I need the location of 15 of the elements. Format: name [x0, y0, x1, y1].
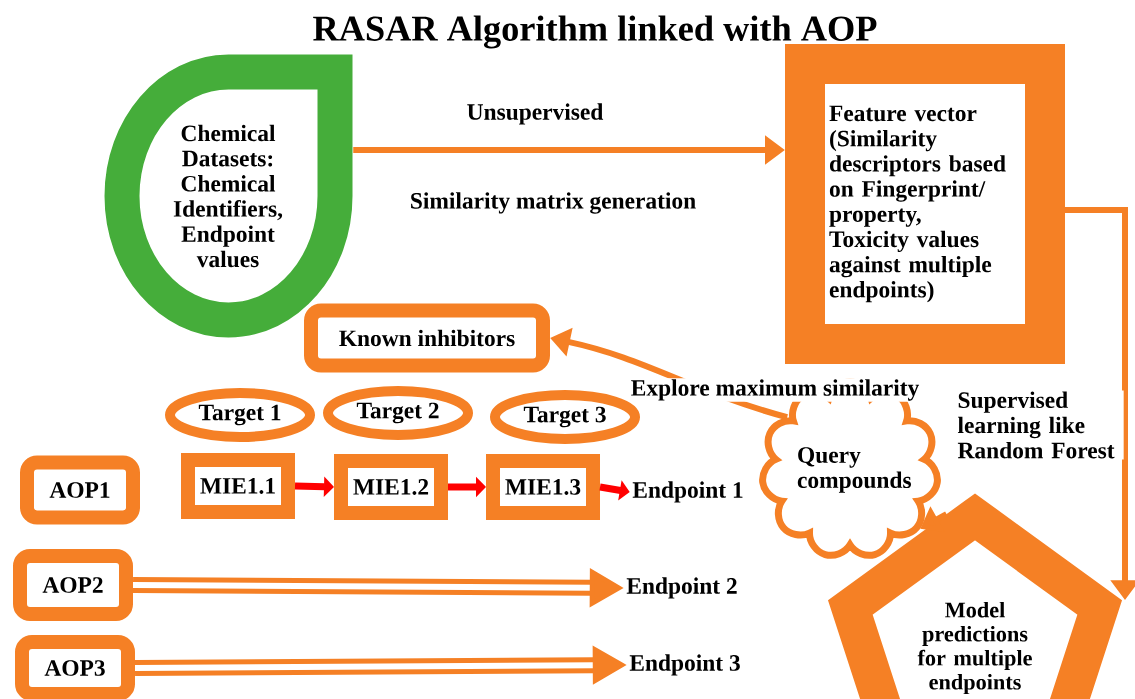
- edge-label: Unsupervised: [465, 102, 605, 126]
- endpoint-text: Endpoint 2: [626, 577, 737, 599]
- aop-box: AOP3: [15, 635, 135, 699]
- aop-box: AOP2: [13, 549, 133, 621]
- mie-box: MIE1.1: [181, 453, 295, 519]
- endpoint-text: Endpoint 1: [632, 481, 743, 503]
- note-text: Similarity matrix generation: [411, 192, 696, 214]
- mie-box: MIE1.2: [334, 454, 448, 520]
- aop-box: AOP1: [20, 455, 140, 525]
- inhibitor-box: Known inhibitors: [304, 303, 550, 373]
- edge-label: Supervised learning like Random Forest: [956, 390, 1124, 460]
- endpoint-text: Endpoint 3: [629, 654, 740, 676]
- edge-label: Explore maximum similarity: [629, 378, 921, 402]
- mie-box: MIE1.3: [486, 454, 600, 520]
- feature-vector-box: Feature vector (Similarity descriptors based on Fingerprint/ property, Toxicity values against multiple endpoints): [785, 44, 1065, 364]
